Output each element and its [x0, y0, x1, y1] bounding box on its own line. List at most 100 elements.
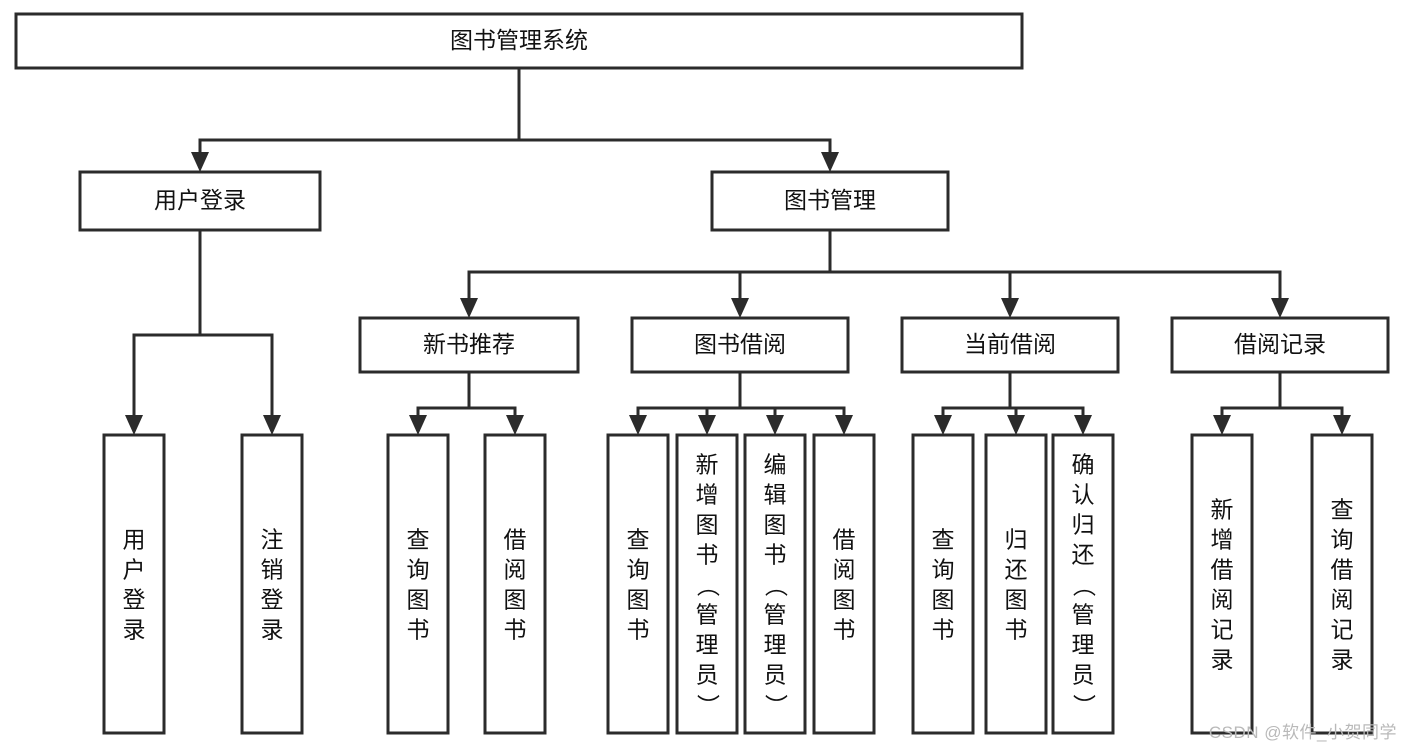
svg-text:增: 增: [696, 481, 719, 507]
svg-text:录: 录: [123, 616, 146, 642]
svg-text:用: 用: [123, 526, 146, 552]
svg-text:管: 管: [764, 601, 787, 627]
svg-text:）: ）: [763, 694, 789, 717]
node-leaf-edit-book-admin-box: [743, 433, 807, 735]
arrow-head-icon: [766, 415, 784, 435]
node-borrow-record-box: [1170, 316, 1390, 374]
svg-text:辑: 辑: [764, 481, 787, 507]
node-book-management[interactable]: 图书管理: [710, 170, 950, 232]
node-new-book-recommend-label: 新书推荐: [423, 331, 515, 357]
arrow-head-icon: [698, 415, 716, 435]
arrow-head-icon: [1074, 415, 1092, 435]
arrow-head-icon: [821, 152, 839, 172]
arrow-head-icon: [1007, 415, 1025, 435]
node-book-borrow-box: [630, 316, 850, 374]
node-new-book-recommend[interactable]: 新书推荐: [358, 316, 580, 374]
arrow-head-icon: [263, 415, 281, 435]
svg-text:（: （: [695, 574, 721, 597]
node-root[interactable]: 图书管理系统: [14, 12, 1024, 70]
svg-text:书: 书: [1005, 616, 1028, 642]
node-current-borrow[interactable]: 当前借阅: [900, 316, 1120, 374]
svg-text:还: 还: [1005, 556, 1028, 582]
node-borrow-record-label: 借阅记录: [1234, 331, 1326, 357]
node-new-book-recommend-box: [358, 316, 580, 374]
svg-text:借: 借: [833, 526, 856, 552]
svg-text:户: 户: [123, 556, 146, 582]
svg-text:注: 注: [261, 526, 284, 552]
svg-text:阅: 阅: [504, 556, 527, 582]
svg-text:查: 查: [627, 526, 650, 552]
svg-text:（: （: [1071, 574, 1097, 597]
node-current-borrow-box: [900, 316, 1120, 374]
svg-text:图: 图: [932, 586, 955, 612]
node-leaf-query-book-nbr-box: [386, 433, 450, 735]
node-leaf-query-book-cb-box: [911, 433, 975, 735]
svg-text:）: ）: [695, 694, 721, 717]
node-user-login[interactable]: 用户登录: [78, 170, 322, 232]
svg-text:图: 图: [627, 586, 650, 612]
node-borrow-record[interactable]: 借阅记录: [1170, 316, 1390, 374]
node-user-login-label: 用户登录: [154, 187, 246, 213]
svg-text:还: 还: [1072, 541, 1095, 567]
arrow-head-icon: [506, 415, 524, 435]
node-book-borrow[interactable]: 图书借阅: [630, 316, 850, 374]
svg-text:书: 书: [504, 616, 527, 642]
svg-text:书: 书: [407, 616, 430, 642]
svg-text:登: 登: [261, 586, 284, 612]
svg-text:询: 询: [1331, 526, 1354, 552]
svg-text:借: 借: [504, 526, 527, 552]
node-leaf-add-borrow-record-box: [1190, 433, 1254, 735]
svg-text:图: 图: [764, 511, 787, 537]
node-leaf-confirm-return-admin-box: [1051, 433, 1115, 735]
svg-text:记: 记: [1211, 616, 1234, 642]
svg-text:编: 编: [764, 451, 787, 477]
svg-text:理: 理: [696, 631, 719, 657]
node-leaf-query-borrow-record-box: [1310, 433, 1374, 735]
svg-text:归: 归: [1005, 526, 1028, 552]
svg-text:书: 书: [627, 616, 650, 642]
svg-text:员: 员: [764, 661, 787, 687]
node-root-label: 图书管理系统: [450, 27, 588, 53]
svg-text:员: 员: [1072, 661, 1095, 687]
svg-text:查: 查: [1331, 496, 1354, 522]
svg-text:理: 理: [1072, 631, 1095, 657]
watermark-text: CSDN @软件_小贺同学: [1208, 723, 1397, 742]
svg-text:认: 认: [1072, 481, 1095, 507]
svg-text:书: 书: [764, 541, 787, 567]
svg-text:管: 管: [696, 601, 719, 627]
arrow-head-icon: [1271, 298, 1289, 318]
node-leaf-borrow-book-bb-box: [812, 433, 876, 735]
arrow-head-icon: [629, 415, 647, 435]
svg-text:阅: 阅: [833, 556, 856, 582]
svg-text:管: 管: [1072, 601, 1095, 627]
arrow-head-icon: [191, 152, 209, 172]
node-book-borrow-label: 图书借阅: [694, 331, 786, 357]
svg-text:新: 新: [696, 451, 719, 477]
arrow-head-icon: [460, 298, 478, 318]
svg-text:图: 图: [696, 511, 719, 537]
svg-text:录: 录: [1211, 646, 1234, 672]
node-root-box: [14, 12, 1024, 70]
node-leaf-user-login[interactable]: 用户登录: [102, 433, 166, 735]
node-user-login-box: [78, 170, 322, 232]
